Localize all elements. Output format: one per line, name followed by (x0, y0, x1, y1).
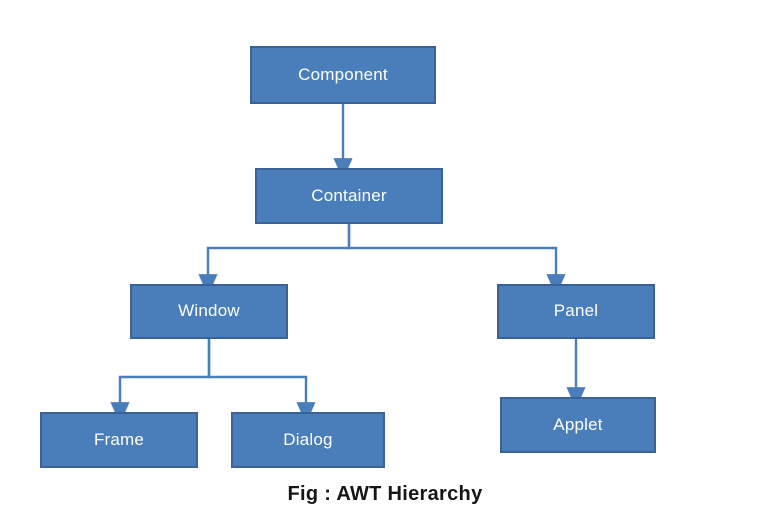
edge-window-to-dialog (207, 339, 316, 424)
figure-caption: Fig : AWT Hierarchy (287, 483, 483, 505)
node-component[interactable]: Component (250, 46, 436, 104)
edge-container-to-window (198, 224, 351, 296)
node-panel[interactable]: Panel (497, 284, 655, 339)
node-window[interactable]: Window (130, 284, 288, 339)
node-applet[interactable]: Applet (500, 397, 656, 453)
node-dialog-label: Dialog (283, 429, 333, 449)
node-applet-label: Applet (553, 414, 603, 434)
edge-window-to-frame (110, 339, 211, 424)
node-container-label: Container (311, 185, 387, 205)
node-dialog[interactable]: Dialog (231, 412, 385, 468)
node-frame[interactable]: Frame (40, 412, 198, 468)
node-component-label: Component (298, 64, 388, 84)
node-panel-label: Panel (553, 301, 599, 320)
node-frame-label: Frame (93, 429, 145, 449)
node-window-label: Window (178, 301, 240, 320)
edge-container-to-panel (347, 224, 566, 296)
node-container[interactable]: Container (255, 168, 443, 224)
